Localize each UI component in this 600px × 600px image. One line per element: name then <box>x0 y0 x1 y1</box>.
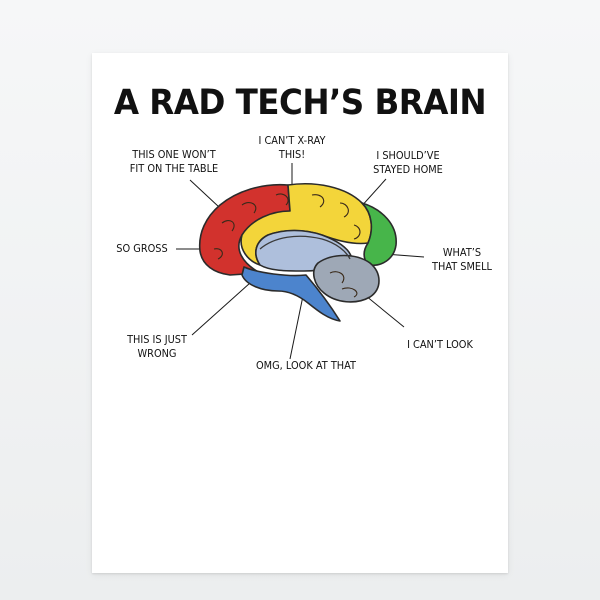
label-line: WHAT’S <box>442 247 482 259</box>
label-line: I CAN’T LOOK <box>407 339 473 351</box>
label-just-wrong: THIS IS JUST WRONG <box>111 333 202 361</box>
cerebellum <box>312 254 380 303</box>
label-line: I CAN’T X-RAY <box>258 135 326 147</box>
label-omg-look: OMG, LOOK AT THAT <box>241 359 371 373</box>
brain-folds <box>213 193 361 298</box>
label-line: I SHOULD’VE <box>376 150 440 162</box>
poster: A RAD TECH’S BRAIN <box>92 53 508 573</box>
label-line: WRONG <box>137 348 177 360</box>
leader-just-wrong <box>191 282 251 336</box>
brainstem <box>241 266 341 322</box>
poster-title: A RAD TECH’S BRAIN <box>113 83 487 123</box>
label-whats-smell: WHAT’S THAT SMELL <box>423 246 501 274</box>
corpus-callosum <box>259 235 351 260</box>
label-cant-xray: I CAN’T X-RAY THIS! <box>246 134 339 162</box>
label-line: STAYED HOME <box>373 164 443 176</box>
label-so-gross: SO GROSS <box>109 242 176 256</box>
label-line: THIS IS JUST <box>127 334 187 346</box>
label-cant-look: I CAN’T LOOK <box>392 338 489 352</box>
label-stayed-home: I SHOULD’VE STAYED HOME <box>362 149 455 177</box>
leader-omg-look <box>289 290 305 360</box>
label-line: THAT SMELL <box>432 261 492 273</box>
label-line: OMG, LOOK AT THAT <box>255 360 357 372</box>
label-line: THIS! <box>278 149 306 161</box>
label-line: SO GROSS <box>116 243 168 255</box>
label-line: FIT ON THE TABLE <box>129 163 219 175</box>
brain-illustration <box>176 163 425 360</box>
label-fit-table: THIS ONE WON’T FIT ON THE TABLE <box>122 148 226 176</box>
brain-drawing <box>198 183 397 322</box>
label-line: THIS ONE WON’T <box>132 149 216 161</box>
